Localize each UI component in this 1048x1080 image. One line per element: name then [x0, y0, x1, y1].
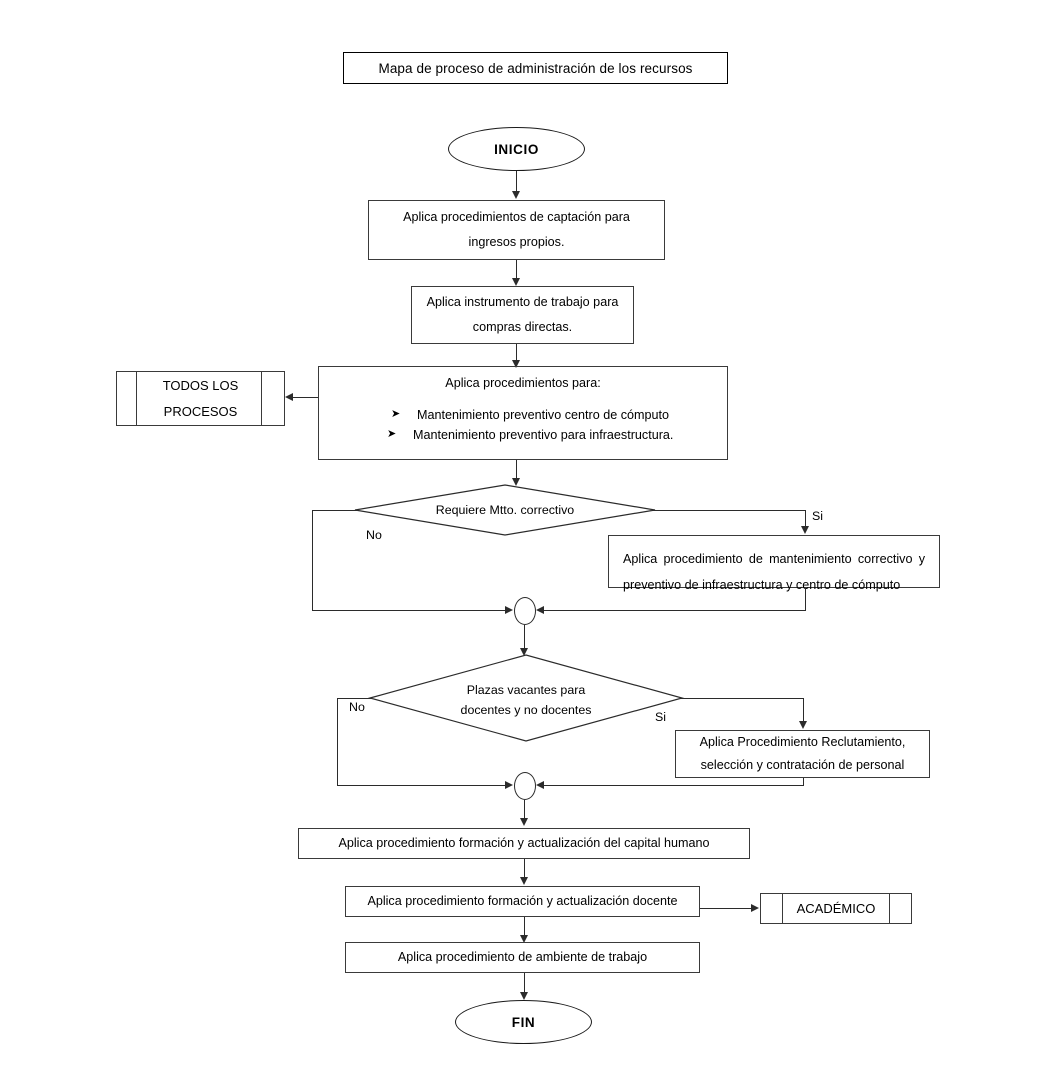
edge-reclutamiento-to-connector-v [803, 778, 805, 786]
arrowhead-right-icon [751, 903, 759, 912]
arrowhead-right-icon [505, 605, 513, 614]
process-capital-humano-label: Aplica procedimiento formación y actuali… [338, 836, 710, 851]
todos-los-procesos-line1: TODOS LOS [162, 377, 239, 393]
diagram-title-box: Mapa de proceso de administración de los… [343, 52, 728, 84]
decision-requiere-mtto-correctivo[interactable]: Requiere Mtto. correctivo [354, 484, 656, 536]
bullet-arrow-icon: ➤ [391, 408, 401, 420]
process-procedimientos-para[interactable]: Aplica procedimientos para: ➤ Mantenimie… [318, 366, 728, 460]
edge-docente-to-academico [700, 908, 753, 910]
arrowhead-down-icon [519, 992, 528, 1000]
edge-decision-mtto-si-h [653, 510, 806, 512]
end-terminator[interactable]: FIN [455, 1000, 592, 1044]
process-captacion-line1: Aplica procedimientos de captación para [403, 210, 630, 225]
merge-connector-1 [514, 597, 536, 625]
procedimientos-bullet-1-text: Mantenimiento preventivo para infraestru… [413, 427, 674, 442]
edge-decision-plazas-si-v [803, 698, 805, 724]
edge-decision-mtto-no-to-connector [312, 610, 508, 612]
edge-reclutamiento-to-connector-h [543, 785, 804, 787]
predefined-left-bar [136, 372, 137, 425]
arrowhead-down-icon [511, 191, 520, 199]
edge-connector1-to-decision-plazas [524, 625, 526, 653]
procedimientos-bullet-1: ➤ Mantenimiento preventivo para infraest… [319, 426, 727, 446]
process-reclutamiento-line1: Aplica Procedimiento Reclutamiento, [699, 734, 906, 749]
procedimientos-heading: Aplica procedimientos para: [445, 376, 601, 390]
predefined-right-bar [889, 894, 890, 923]
edge-decision-plazas-no-to-connector [337, 785, 508, 787]
bullet-arrow-icon: ➤ [387, 427, 397, 440]
arrowhead-left-icon [536, 605, 544, 614]
edge-label-si-mtto: Si [812, 509, 824, 523]
edge-start-to-captacion [516, 171, 518, 195]
edge-docente-to-ambiente [524, 917, 526, 939]
process-actualizacion-docente-label: Aplica procedimiento formación y actuali… [367, 894, 678, 909]
process-compras-line1: Aplica instrumento de trabajo para [426, 295, 619, 310]
edge-decision-mtto-si-v [805, 510, 807, 529]
arrowhead-down-icon [519, 818, 528, 826]
start-terminator[interactable]: INICIO [448, 127, 585, 171]
arrowhead-down-icon [519, 877, 528, 885]
predefined-process-todos-los-procesos[interactable]: TODOS LOS PROCESOS [116, 371, 285, 426]
edge-procedimientos-to-todos [292, 397, 318, 399]
edge-ambiente-to-end [524, 973, 526, 996]
edge-label-si-plazas: Si [655, 710, 667, 724]
edge-captacion-to-compras [516, 260, 518, 282]
edge-decision-mtto-no-v [312, 510, 314, 611]
predefined-right-bar [261, 372, 262, 425]
process-mtto-correctivo-line1: Aplica procedimiento de mantenimiento co… [623, 552, 925, 566]
arrowhead-right-icon [505, 780, 513, 789]
arrowhead-down-icon [511, 478, 520, 486]
process-reclutamiento[interactable]: Aplica Procedimiento Reclutamiento, sele… [675, 730, 930, 778]
arrowhead-down-icon [800, 526, 809, 534]
process-compras-line2: compras directas. [472, 320, 573, 334]
process-captacion[interactable]: Aplica procedimientos de captación para … [368, 200, 665, 260]
merge-connector-2 [514, 772, 536, 800]
diagram-title: Mapa de proceso de administración de los… [378, 60, 693, 76]
process-capital-humano[interactable]: Aplica procedimiento formación y actuali… [298, 828, 750, 859]
edge-decision-plazas-si-h [680, 698, 804, 700]
arrowhead-down-icon [798, 721, 807, 729]
process-ambiente-trabajo[interactable]: Aplica procedimiento de ambiente de trab… [345, 942, 700, 973]
academico-label: ACADÉMICO [796, 900, 876, 916]
edge-procedimientos-to-decision-mtto [516, 460, 518, 484]
process-captacion-line2: ingresos propios. [468, 235, 565, 249]
edge-label-no-mtto: No [366, 528, 382, 542]
end-label: FIN [511, 1014, 536, 1030]
process-reclutamiento-line2: selección y contratación de personal [700, 758, 905, 772]
process-mtto-correctivo-line2: preventivo de infraestructura y centro d… [623, 578, 901, 593]
predefined-process-academico[interactable]: ACADÉMICO [760, 893, 912, 924]
procedimientos-bullet-0-text: Mantenimiento preventivo centro de cómpu… [417, 408, 670, 422]
procedimientos-bullet-0: ➤ Mantenimiento preventivo centro de cóm… [319, 406, 727, 426]
edge-decision-plazas-no-h [337, 698, 372, 700]
arrowhead-down-icon [511, 360, 520, 368]
edge-capital-to-docente [524, 859, 526, 881]
start-label: INICIO [494, 141, 539, 157]
predefined-left-bar [782, 894, 783, 923]
process-mtto-correctivo[interactable]: Aplica procedimiento de mantenimiento co… [608, 535, 940, 592]
process-compras-directas[interactable]: Aplica instrumento de trabajo para compr… [411, 286, 634, 344]
decision-plazas-vacantes[interactable]: Plazas vacantes para docentes y no docen… [367, 654, 685, 742]
edge-mtto-to-connector-v [805, 588, 807, 611]
edge-decision-mtto-no-h [312, 510, 357, 512]
todos-los-procesos-line2: PROCESOS [163, 403, 238, 419]
arrowhead-left-icon [536, 780, 544, 789]
edge-label-no-plazas: No [349, 700, 365, 714]
arrowhead-left-icon [285, 392, 293, 401]
edge-connector2-to-capital-humano [524, 800, 526, 822]
arrowhead-down-icon [519, 935, 528, 943]
arrowhead-down-icon [511, 278, 520, 286]
process-actualizacion-docente[interactable]: Aplica procedimiento formación y actuali… [345, 886, 700, 917]
edge-decision-plazas-no-v [337, 698, 339, 786]
process-ambiente-trabajo-label: Aplica procedimiento de ambiente de trab… [397, 950, 648, 965]
arrowhead-down-icon [519, 648, 528, 656]
edge-compras-to-procedimientos [516, 344, 518, 366]
edge-mtto-to-connector-h [543, 610, 806, 612]
